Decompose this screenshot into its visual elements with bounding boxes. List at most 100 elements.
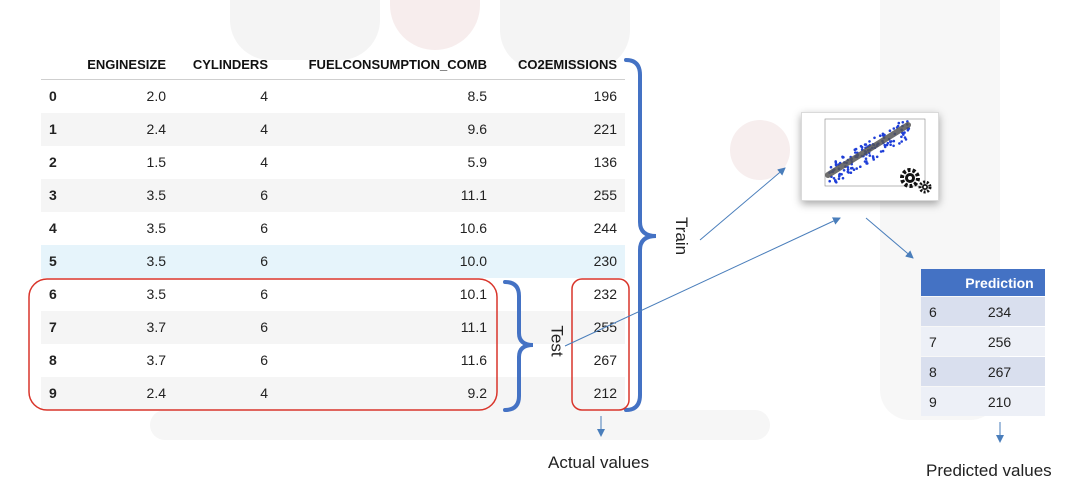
header-enginesize: ENGINESIZE — [87, 57, 166, 72]
cell-co2emissions: 255 — [593, 187, 617, 203]
cell-cylinders: 4 — [260, 88, 268, 104]
gears-icon — [900, 168, 932, 194]
scatter-point — [875, 155, 879, 159]
cell-fuelconsumption-comb: 9.2 — [467, 385, 487, 401]
test-label: Test — [547, 325, 567, 357]
cell-cylinders: 4 — [260, 154, 268, 170]
scatter-point — [886, 141, 890, 145]
scatter-point — [852, 168, 856, 171]
prediction-value: 210 — [954, 387, 1045, 416]
cell-cylinders: 6 — [260, 187, 268, 203]
cell-co2emissions: 244 — [593, 220, 617, 236]
cell-co2emissions: 212 — [593, 385, 617, 401]
cell-enginesize: 3.7 — [146, 319, 166, 335]
scatter-point — [859, 165, 862, 168]
scatter-point — [873, 136, 876, 140]
cell-index: 9 — [49, 385, 57, 401]
scatter-point — [834, 179, 837, 182]
cell-cylinders: 6 — [260, 319, 268, 335]
scatter-point — [892, 127, 896, 130]
cell-cylinders: 6 — [260, 352, 268, 368]
table-row: 3 3.5 6 11.1 255 — [41, 179, 625, 212]
cell-fuelconsumption-comb: 11.6 — [460, 352, 487, 368]
scatter-point — [900, 135, 903, 139]
prediction-value: 267 — [954, 357, 1045, 386]
scatter-point — [903, 131, 906, 134]
scatter-point — [854, 151, 857, 154]
cell-cylinders: 6 — [260, 286, 268, 302]
scatter-point — [834, 161, 838, 164]
scatter-point — [846, 166, 850, 169]
scatter-point — [906, 129, 910, 132]
cell-fuelconsumption-comb: 11.1 — [460, 319, 487, 335]
cell-enginesize: 3.5 — [146, 220, 166, 236]
scatter-point — [903, 136, 907, 139]
cell-cylinders: 4 — [260, 121, 268, 137]
cell-fuelconsumption-comb: 11.1 — [460, 187, 487, 203]
cell-co2emissions: 230 — [593, 253, 617, 269]
prediction-value: 234 — [954, 297, 1045, 326]
header-fuelconsumption-comb: FUELCONSUMPTION_COMB — [308, 57, 487, 72]
cell-enginesize: 3.7 — [146, 352, 166, 368]
prediction-index-header — [921, 269, 954, 296]
scatter-point — [883, 145, 887, 149]
predicted-values-label: Predicted values — [926, 461, 1052, 480]
scatter-point — [841, 176, 845, 180]
cell-enginesize: 3.5 — [146, 187, 166, 203]
scatter-point — [897, 121, 901, 125]
scatter-point — [842, 169, 846, 172]
table-header: ENGINESIZE CYLINDERS FUELCONSUMPTION_COM… — [41, 50, 625, 80]
cell-enginesize: 3.5 — [146, 253, 166, 269]
scatter-point — [866, 162, 869, 165]
scatter-point — [863, 143, 867, 146]
scatter-point — [881, 149, 885, 153]
scatter-point — [829, 165, 833, 169]
header-co2emissions: CO2EMISSIONS — [518, 57, 617, 72]
prediction-index: 7 — [921, 327, 954, 356]
prediction-index: 8 — [921, 357, 954, 386]
scatter-point — [832, 177, 836, 180]
cell-cylinders: 6 — [260, 220, 268, 236]
cell-index: 5 — [49, 253, 57, 269]
prediction-index: 9 — [921, 387, 954, 416]
scatter-point — [889, 140, 892, 143]
scatter-point — [855, 167, 858, 170]
scatter-point — [879, 150, 883, 153]
scatter-point — [864, 157, 868, 160]
cell-enginesize: 1.5 — [146, 154, 166, 170]
scatter-point — [889, 143, 892, 146]
cell-index: 1 — [49, 121, 57, 137]
scatter-point — [849, 171, 853, 174]
cell-co2emissions: 221 — [593, 121, 617, 137]
cell-co2emissions: 136 — [593, 154, 617, 170]
cell-fuelconsumption-comb: 10.1 — [459, 286, 487, 302]
cell-index: 3 — [49, 187, 57, 203]
scatter-point — [888, 129, 892, 132]
scatter-point — [834, 164, 838, 167]
scatter-point — [846, 168, 850, 171]
scatter-point — [892, 144, 895, 148]
cell-cylinders: 6 — [260, 253, 268, 269]
train-label: Train — [672, 216, 692, 256]
cell-co2emissions: 232 — [593, 286, 617, 302]
model-thumbnail — [801, 112, 939, 201]
scatter-point — [828, 179, 831, 183]
cell-index: 0 — [49, 88, 57, 104]
scatter-point — [837, 177, 841, 181]
prediction-index: 6 — [921, 297, 954, 326]
scatter-point — [883, 133, 886, 137]
scatter-point — [868, 154, 872, 157]
cell-enginesize: 2.4 — [146, 385, 166, 401]
scatter-point — [838, 172, 842, 176]
